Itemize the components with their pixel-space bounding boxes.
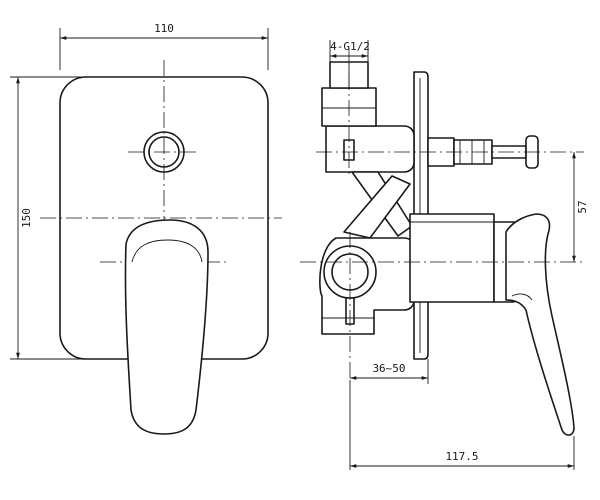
diverter-knob-inner [148, 136, 180, 168]
lever-handle-edge [131, 239, 203, 263]
total-depth-dimension-label: 117.5 [445, 450, 478, 463]
side-view: 4-G1/2 57 36~50 117.5 [300, 40, 589, 470]
lever-side-profile [505, 213, 575, 436]
diverter-knob [143, 131, 185, 173]
mixer-housing [409, 213, 495, 303]
wall-depth-dimension-label: 36~50 [372, 362, 405, 375]
body-rib-2 [343, 175, 411, 239]
lever-side-detail [511, 293, 533, 301]
front-view: 110 150 [10, 22, 282, 435]
spout-offset-dimension-label: 57 [576, 200, 589, 213]
width-dimension-label: 110 [154, 22, 174, 35]
valve-body-upper [325, 125, 415, 173]
connection-dimension-label: 4-G1/2 [330, 40, 370, 53]
lever-handle [124, 219, 209, 435]
height-dimension-label: 150 [20, 208, 33, 228]
